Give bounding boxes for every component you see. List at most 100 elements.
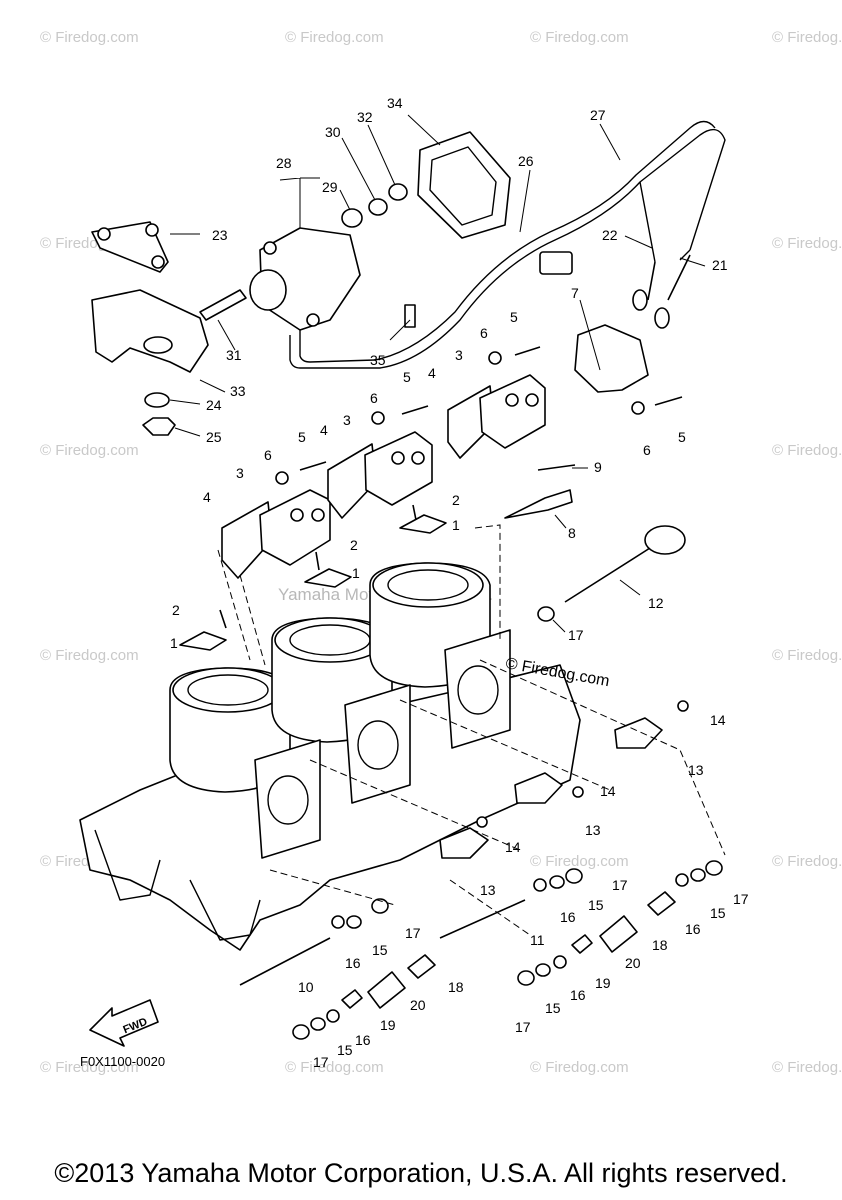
engine-mount — [91, 289, 209, 373]
bracket-7 — [574, 324, 649, 393]
clip-16 — [326, 1009, 340, 1023]
cylinder-1-bore — [187, 674, 269, 706]
part-label: 2 — [172, 602, 180, 618]
part-label: 14 — [600, 783, 616, 799]
port-1 — [254, 739, 321, 859]
washer-6 — [275, 471, 289, 485]
bolt — [391, 451, 405, 465]
leader — [341, 137, 376, 201]
part-label: 15 — [588, 897, 604, 913]
coil-bolt — [306, 313, 320, 327]
fwd-arrow-icon — [89, 999, 159, 1047]
copyright-notice: ©2013 Yamaha Motor Corporation, U.S.A. A… — [54, 1158, 788, 1188]
clamp-1 — [399, 514, 447, 534]
watermark: © Firedog.com — [772, 853, 842, 870]
grommet-29 — [341, 208, 363, 228]
leader — [519, 169, 531, 233]
leader — [199, 379, 226, 393]
holder-13 — [439, 827, 489, 859]
part-label: 4 — [428, 365, 436, 381]
watermark: © Firedog.com — [772, 29, 842, 46]
part-label: 3 — [455, 347, 463, 363]
ref-line — [217, 549, 266, 666]
screw-2 — [219, 609, 227, 629]
part-label: 15 — [337, 1042, 353, 1058]
leader — [389, 319, 411, 341]
part-label: 10 — [298, 979, 314, 995]
part-label: 1 — [170, 635, 178, 651]
screw-14 — [476, 816, 488, 828]
collar-17 — [537, 606, 555, 622]
part-label: 11 — [530, 932, 545, 948]
part-label: 19 — [380, 1017, 396, 1033]
port-1-opening — [267, 775, 309, 825]
cylinder-3-bore — [387, 569, 469, 601]
screw-14 — [677, 700, 689, 712]
part-label: 18 — [448, 979, 464, 995]
watermark: © Firedog.com — [40, 1059, 139, 1076]
nut-25 — [142, 417, 176, 436]
exhaust-covers — [221, 324, 683, 579]
part-label: 20 — [625, 955, 641, 971]
part-label: 3 — [236, 465, 244, 481]
port-3 — [444, 629, 511, 749]
part-label: 19 — [595, 975, 611, 991]
bolt — [97, 227, 111, 241]
watermark: © Firedog.com — [40, 647, 139, 664]
part-label: 15 — [545, 1000, 561, 1016]
part-label: 4 — [203, 489, 211, 505]
part-label: 33 — [230, 383, 246, 399]
collar-17 — [565, 868, 583, 884]
cable-adjusters — [647, 254, 691, 301]
cover-3 — [259, 489, 331, 566]
bolt — [145, 223, 159, 237]
link-18 — [407, 954, 436, 979]
part-label: 7 — [571, 285, 579, 301]
gasket-4 — [221, 501, 273, 579]
clamp-1 — [179, 631, 227, 651]
cover-3 — [479, 374, 546, 449]
watermark: © Firedog.com — [772, 1059, 842, 1076]
part-label: 24 — [206, 397, 222, 413]
part-label: 18 — [652, 937, 668, 953]
part-label: 22 — [602, 227, 618, 243]
part-label: 16 — [685, 921, 701, 937]
collar-17 — [705, 860, 723, 876]
ref-line — [309, 699, 611, 851]
bolt — [151, 255, 165, 269]
leader — [279, 177, 320, 228]
port-2 — [344, 684, 411, 804]
leader — [407, 114, 441, 146]
harness-assembly — [91, 120, 726, 436]
part-label: 14 — [710, 712, 726, 728]
coil-bolt — [263, 241, 277, 255]
leader — [679, 257, 706, 267]
part-label: 23 — [212, 227, 228, 243]
leader — [624, 235, 653, 249]
watermark: © Firedog.com — [530, 1059, 629, 1076]
watermark: © Firedog.com — [40, 29, 139, 46]
part-label: 5 — [403, 369, 411, 385]
part-label: 17 — [733, 891, 749, 907]
sensor-8 — [504, 489, 573, 519]
cable-adjuster — [632, 289, 648, 311]
part-label: 21 — [712, 257, 728, 273]
part-label: 12 — [648, 595, 664, 611]
washer-24 — [144, 392, 170, 408]
clip-16 — [331, 915, 345, 929]
part-label: 28 — [276, 155, 292, 171]
part-label: 1 — [352, 565, 360, 581]
leader — [552, 619, 566, 633]
leader — [619, 579, 641, 596]
bolt — [311, 508, 325, 522]
clip-19 — [341, 989, 363, 1009]
bolt-9 — [537, 464, 576, 471]
watermark: © Firedog.com — [772, 235, 842, 252]
port-2-opening — [357, 720, 399, 770]
part-label: 13 — [480, 882, 496, 898]
watermark: © Firedog.com — [530, 853, 629, 870]
part-label: 20 — [410, 997, 426, 1013]
washer-15 — [310, 1017, 326, 1031]
port-3-opening — [457, 665, 499, 715]
gasket-4 — [327, 443, 377, 519]
